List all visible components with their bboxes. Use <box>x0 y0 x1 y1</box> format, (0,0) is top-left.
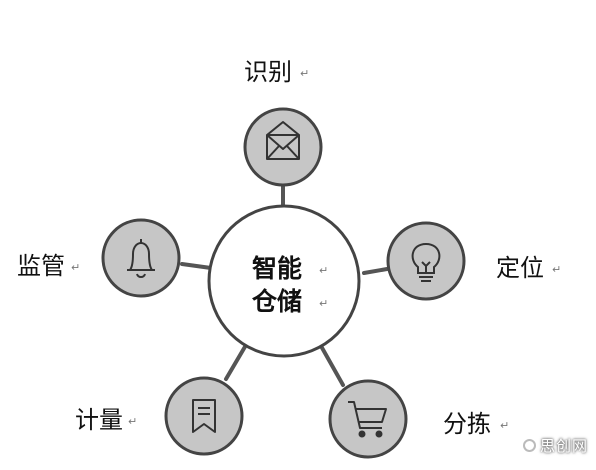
paragraph-mark: ↵ <box>300 67 309 80</box>
label-locate: 定位 <box>496 254 544 282</box>
center-label-line2: 仓储 <box>251 287 302 316</box>
envelope-icon <box>266 121 300 160</box>
label-sort: 分拣 <box>443 410 491 438</box>
watermark-logo-icon <box>522 439 536 452</box>
connector-monitor <box>180 262 213 270</box>
node-locate: 定位 ↵ <box>386 221 561 301</box>
label-monitor: 监管 <box>17 252 65 280</box>
lightbulb-icon <box>411 242 441 282</box>
connector-sort <box>319 344 345 387</box>
node-monitor: 监管 ↵ <box>17 218 181 298</box>
center-label-line1: 智能 <box>252 254 302 283</box>
connector-locate <box>362 267 389 275</box>
bell-icon <box>127 239 155 278</box>
node-measure: 计量 ↵ <box>75 376 244 456</box>
node-sort: 分拣 ↵ <box>328 379 509 459</box>
paragraph-mark: ↵ <box>319 297 328 310</box>
center-node: 智能 仓储 ↵ ↵ <box>207 204 361 358</box>
node-identify: 识别 ↵ <box>243 58 323 187</box>
label-measure: 计量 <box>75 406 123 434</box>
paragraph-mark: ↵ <box>552 263 561 276</box>
paragraph-mark: ↵ <box>500 419 509 432</box>
label-identify: 识别 <box>244 58 292 86</box>
paragraph-mark: ↵ <box>319 264 328 277</box>
watermark-text: 思创网 <box>539 437 588 455</box>
paragraph-mark: ↵ <box>71 261 80 274</box>
watermark: 思创网 <box>522 435 588 456</box>
connector-measure <box>224 343 248 381</box>
paragraph-mark: ↵ <box>128 415 137 428</box>
bookmark-icon <box>192 399 216 433</box>
shopping-cart-icon <box>348 401 387 438</box>
